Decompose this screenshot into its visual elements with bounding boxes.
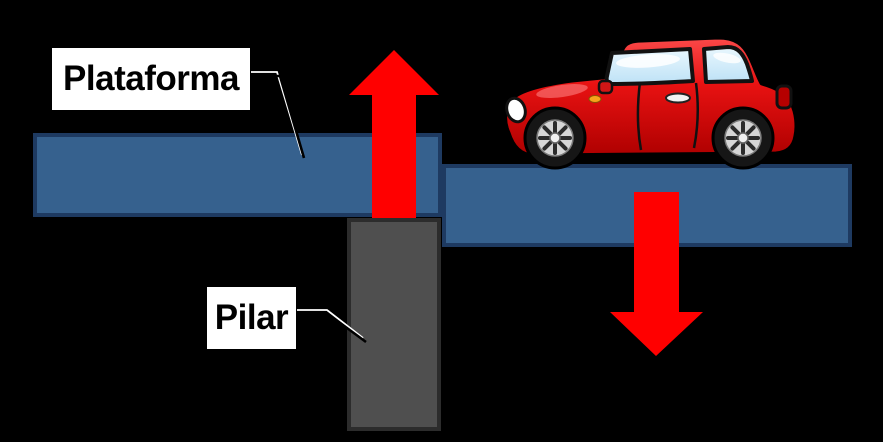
car-front-wheel-icon [523, 106, 587, 170]
platform-label-box: Plataforma [52, 48, 250, 110]
car-door-line-rear [692, 82, 699, 149]
car-taillight-icon [775, 84, 793, 110]
platform-label: Plataforma [63, 59, 239, 98]
car-blinker-icon [588, 95, 602, 103]
platform-right-rect [442, 164, 852, 247]
pillar-rect [347, 218, 441, 431]
platform-left-rect [33, 133, 442, 217]
car-body [502, 34, 800, 159]
red-car-icon [502, 34, 800, 170]
car-rear-wheel-icon [711, 106, 775, 170]
car-door-line-front [636, 81, 643, 151]
car-front-window [604, 47, 695, 86]
car-headlight-icon [505, 96, 527, 124]
car-mirror [597, 79, 614, 95]
car-rear-window [702, 45, 754, 84]
pillar-label: Pilar [214, 298, 289, 337]
pillar-label-box: Pilar [207, 287, 296, 349]
car-door-handle [665, 92, 691, 104]
